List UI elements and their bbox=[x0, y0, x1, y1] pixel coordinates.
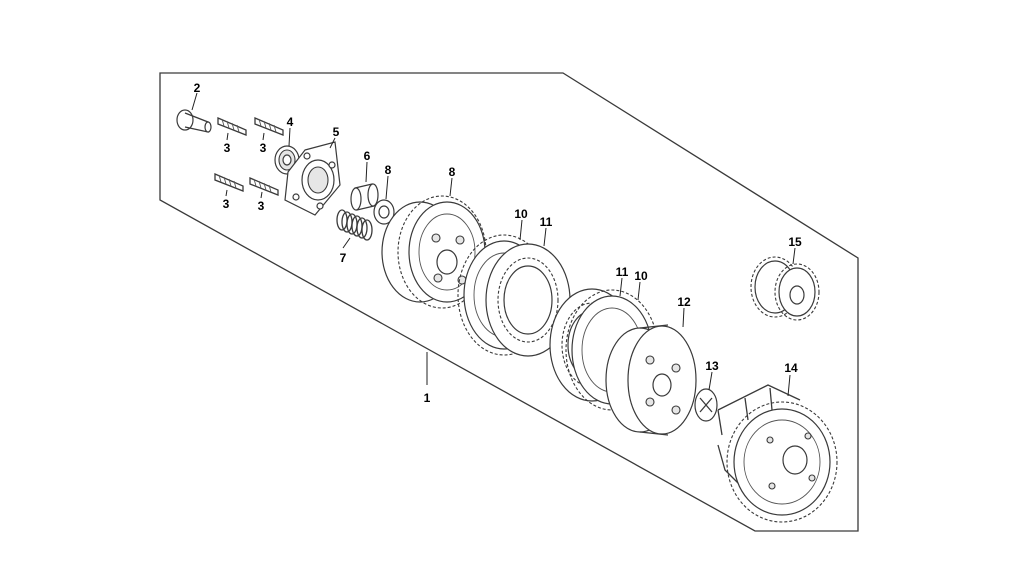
part-lock-washer bbox=[694, 388, 718, 422]
callout-7: 7 bbox=[340, 251, 347, 265]
callout-11a: 11 bbox=[540, 215, 553, 229]
part-clutch-center bbox=[605, 324, 697, 436]
part-stud-lower-left bbox=[214, 173, 244, 192]
callout-10a: 10 bbox=[514, 207, 528, 221]
part-stud-upper-right bbox=[254, 117, 284, 136]
part-bolt bbox=[176, 109, 212, 133]
part-collar bbox=[350, 183, 379, 211]
callout-14: 14 bbox=[784, 361, 798, 375]
callout-4: 4 bbox=[287, 115, 294, 129]
callout-3d: 3 bbox=[258, 199, 265, 213]
callout-10b: 10 bbox=[634, 269, 648, 283]
part-clutch-outer bbox=[717, 384, 838, 523]
callout-3b: 3 bbox=[260, 141, 267, 155]
part-pinion-gear bbox=[750, 256, 820, 321]
callout-11b: 11 bbox=[616, 265, 629, 279]
callout-2: 2 bbox=[194, 81, 201, 95]
callout-1: 1 bbox=[424, 391, 431, 405]
part-washer bbox=[373, 199, 395, 225]
part-clutch-plate-a bbox=[485, 243, 571, 357]
callout-12: 12 bbox=[677, 295, 691, 309]
part-stud-upper-left bbox=[217, 117, 247, 136]
callout-15: 15 bbox=[788, 235, 802, 249]
callout-3a: 3 bbox=[224, 141, 231, 155]
callout-8a: 8 bbox=[385, 163, 392, 177]
part-spring bbox=[336, 209, 373, 241]
callout-13: 13 bbox=[705, 359, 719, 373]
part-lifter-plate bbox=[284, 141, 341, 216]
callout-8b: 8 bbox=[449, 165, 456, 179]
part-stud-lower-right bbox=[249, 177, 279, 196]
callout-6: 6 bbox=[364, 149, 371, 163]
assembly-boundary bbox=[159, 72, 859, 532]
callout-3c: 3 bbox=[223, 197, 230, 211]
callout-5: 5 bbox=[333, 125, 340, 139]
